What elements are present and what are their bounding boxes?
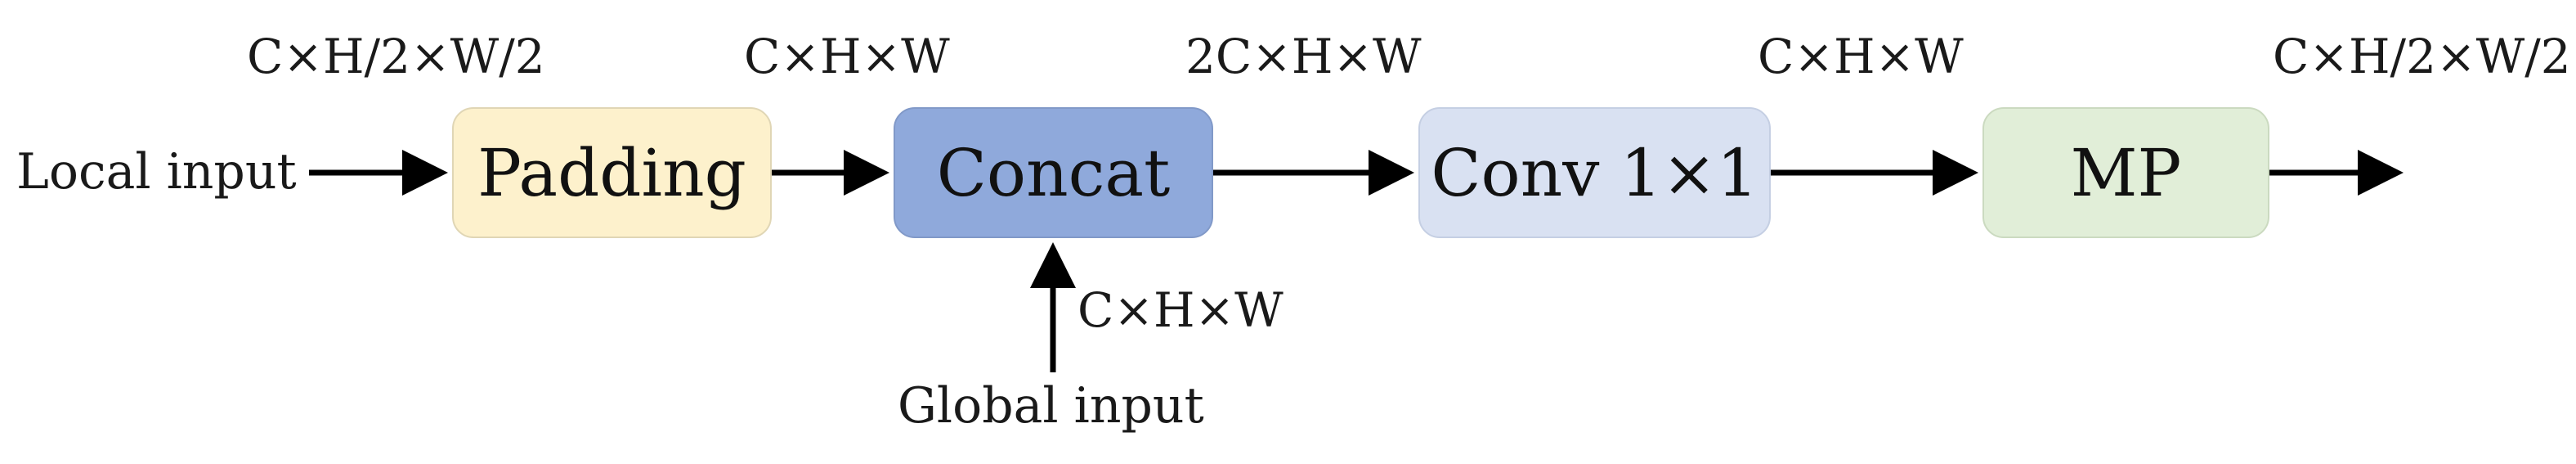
global-input-label: Global input [898,377,1204,435]
dim-after-concat: 2C×H×W [1185,29,1422,84]
dim-after-conv: C×H×W [1758,29,1964,84]
mp-node: MP [1982,107,2269,238]
dim-output: C×H/2×W/2 [2273,29,2571,84]
dim-after-padding: C×H×W [744,29,950,84]
mp-label: MP [2070,134,2182,211]
dim-local-input: C×H/2×W/2 [247,29,545,84]
conv-label: Conv 1×1 [1431,134,1758,211]
dim-global-input: C×H×W [1077,282,1284,338]
concat-node: Concat [894,107,1213,238]
concat-label: Concat [936,134,1171,211]
padding-node: Padding [452,107,772,238]
local-input-label: Local input [16,143,297,200]
padding-label: Padding [477,134,746,211]
conv-node: Conv 1×1 [1418,107,1771,238]
